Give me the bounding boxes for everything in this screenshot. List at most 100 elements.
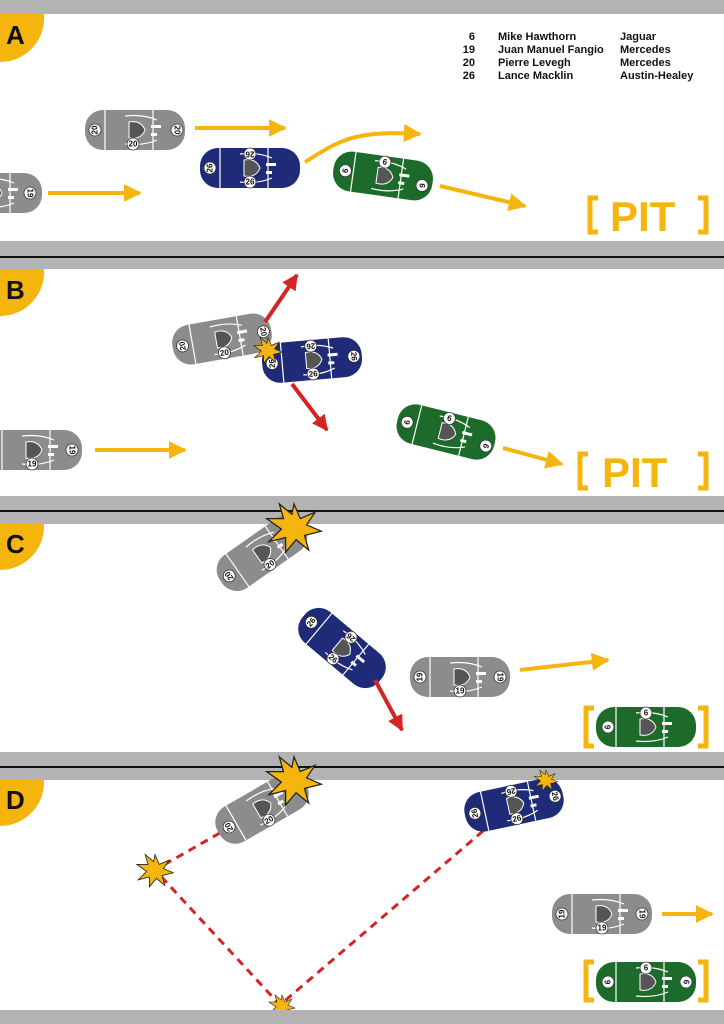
car-number: 6 xyxy=(417,183,427,189)
austin-healey-car-icon: 26 26 26 xyxy=(199,147,301,189)
car-number: 26 xyxy=(206,163,215,172)
legend-driver: Pierre Levegh xyxy=(498,57,571,69)
austin-healey-car-icon: 26 26 26 26 xyxy=(259,335,365,385)
impact-arrow xyxy=(263,273,299,324)
pit-label: PIT xyxy=(610,193,676,240)
pit-entrance-sign xyxy=(583,705,709,749)
panel-tab xyxy=(0,14,45,63)
legend-team: Jaguar xyxy=(620,31,657,43)
track-edge-top xyxy=(0,768,724,780)
car-number: 26 xyxy=(305,341,315,351)
car-number: 19 xyxy=(598,924,607,933)
car-number: 6 xyxy=(481,443,491,450)
legend-team: Austin-Healey xyxy=(620,70,694,82)
track-edge-top xyxy=(0,512,724,524)
panel-tab xyxy=(0,269,45,317)
impact-arrow xyxy=(373,679,404,732)
legend-team: Mercedes xyxy=(620,57,671,69)
austin-healey-car-icon: 26 26 26 xyxy=(290,599,394,697)
mercedes-car-icon: 19 xyxy=(0,172,43,214)
legend-driver: Juan Manuel Fangio xyxy=(498,44,604,56)
panel-tab xyxy=(0,524,45,571)
motion-arrow xyxy=(439,184,527,212)
mercedes-car-icon: 20 20 xyxy=(208,765,316,851)
pit-entrance-sign xyxy=(583,959,709,1003)
austin-healey-car-icon: 26 26 26 26 xyxy=(460,774,568,836)
legend-row: 19 Juan Manuel Fangio Mercedes xyxy=(463,44,671,56)
car-number: 6 xyxy=(402,419,412,426)
motion-arrow xyxy=(303,124,422,164)
car-number: 26 xyxy=(469,807,480,818)
legend-number: 19 xyxy=(463,44,475,56)
debris-burst-icon xyxy=(136,854,174,888)
impact-arrow xyxy=(290,382,329,432)
car-number: 19 xyxy=(456,687,465,696)
track-edge-bottom xyxy=(0,1010,724,1024)
mercedes-car-icon: 19 19 19 xyxy=(409,656,511,698)
car-number: 6 xyxy=(382,157,388,167)
jaguar-car-icon: 6 6 6 xyxy=(595,961,697,1003)
car-number: 26 xyxy=(246,178,255,187)
legend-number: 6 xyxy=(469,31,475,43)
car-number: 19 xyxy=(416,672,425,681)
panel-tab xyxy=(0,780,45,827)
pit-entrance-sign: PIT xyxy=(577,449,709,496)
track-edge-bottom xyxy=(0,752,724,766)
car-number: 19 xyxy=(68,446,77,455)
car-number: 6 xyxy=(604,979,613,984)
legend-row: 20 Pierre Levegh Mercedes xyxy=(463,57,671,69)
track-edge-bottom xyxy=(0,241,724,256)
panel-label: A xyxy=(6,20,25,50)
car-number: 20 xyxy=(91,125,100,134)
panel-c: C 20 20 26 26 26 19 19 xyxy=(0,503,724,780)
car-number: 19 xyxy=(28,460,37,469)
car-number: 6 xyxy=(341,167,351,173)
car-number: 19 xyxy=(638,910,647,919)
car-number: 6 xyxy=(446,414,453,424)
car-number: 6 xyxy=(604,724,613,729)
legend-driver: Mike Hawthorn xyxy=(498,31,577,43)
car-number: 19 xyxy=(558,909,567,918)
motion-arrow xyxy=(502,446,564,469)
car-number: 20 xyxy=(129,140,138,149)
car-number: 26 xyxy=(308,369,318,379)
legend-driver: Lance Macklin xyxy=(498,70,573,82)
panel-b: B 20 20 20 26 26 26 26 xyxy=(0,269,724,524)
track-edge-bottom xyxy=(0,496,724,510)
car-number: 26 xyxy=(245,150,254,159)
legend-row: 26 Lance Macklin Austin-Healey xyxy=(463,70,694,82)
car-number: 20 xyxy=(177,340,188,351)
panel-d: D 20 20 26 26 26 26 xyxy=(0,756,724,1024)
panel-a: A 6 Mike Hawthorn Jaguar 19 Juan Manuel … xyxy=(0,0,724,269)
track-edge-top xyxy=(0,258,724,269)
car-number: 6 xyxy=(682,980,691,985)
jaguar-car-icon: 6 6 xyxy=(595,706,697,748)
mercedes-car-icon: 19 19 xyxy=(0,429,83,471)
car-number: 6 xyxy=(644,709,649,718)
pit-entrance-sign: PIT xyxy=(587,193,709,240)
legend-team: Mercedes xyxy=(620,44,671,56)
legend-number: 20 xyxy=(463,57,475,69)
car-number: 20 xyxy=(258,327,269,338)
jaguar-car-icon: 6 6 6 xyxy=(392,399,500,465)
car-number: 26 xyxy=(505,786,516,797)
debris-trajectory xyxy=(152,823,491,1008)
panel-label: B xyxy=(6,275,25,305)
panel-label: C xyxy=(6,529,25,559)
motion-arrow xyxy=(519,652,610,672)
jaguar-car-icon: 6 6 6 xyxy=(330,148,436,204)
car-number: 26 xyxy=(550,791,561,802)
mercedes-car-icon: 20 20 20 xyxy=(168,310,276,368)
car-number: 6 xyxy=(644,964,649,973)
car-number: 20 xyxy=(173,126,182,135)
mercedes-car-icon: 19 19 19 xyxy=(551,893,653,935)
car-number: 26 xyxy=(267,358,277,368)
car-number: 19 xyxy=(496,673,505,682)
legend-number: 26 xyxy=(463,70,475,82)
panel-label: D xyxy=(6,785,25,815)
car-number: 20 xyxy=(219,347,230,358)
mercedes-car-icon: 20 20 20 xyxy=(84,109,186,151)
car-number: 26 xyxy=(349,352,359,362)
track-edge-top xyxy=(0,0,724,14)
